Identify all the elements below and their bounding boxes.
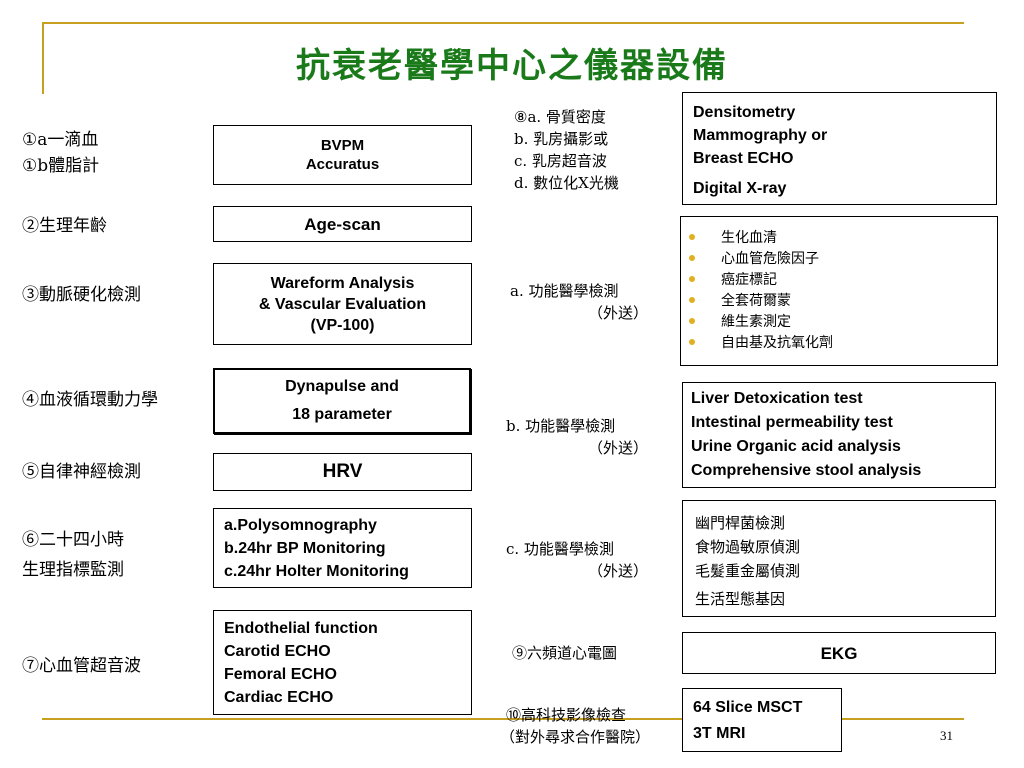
label-4: ④血液循環動力學 xyxy=(22,390,158,410)
mid-label-c: c. 功能醫學檢測 （外送） xyxy=(506,540,648,580)
label-5: ⑤自律神經檢測 xyxy=(22,462,141,482)
label-6a: ⑥二十四小時 xyxy=(22,530,124,550)
box-monitoring: a.Polysomnography b.24hr BP Monitoring c… xyxy=(213,508,472,588)
box-dynapulse: Dynapulse and 18 parameter xyxy=(213,368,471,434)
box-functional-tests: Liver Detoxication test Intestinal perme… xyxy=(682,382,996,488)
accent-rule-bottom xyxy=(42,718,964,720)
mid-label-9: ⑨六頻道心電圖 xyxy=(512,644,618,662)
label-3: ③動脈硬化檢測 xyxy=(22,285,141,305)
page-number: 31 xyxy=(940,728,953,743)
bullet-icon xyxy=(689,233,695,240)
bullet-icon xyxy=(689,275,695,282)
box-imaging: 64 Slice MSCT 3T MRI xyxy=(682,688,842,752)
box-densitometry: Densitometry Mammography or Breast ECHO … xyxy=(682,92,997,205)
list-item: 癌症標記 xyxy=(681,268,997,289)
mid-label-10: ⑩高科技影像檢查 （對外尋求合作醫院） xyxy=(500,706,651,746)
list-item: 全套荷爾蒙 xyxy=(681,289,997,310)
list-item: 自由基及抗氧化劑 xyxy=(681,331,997,352)
mid-label-b: b. 功能醫學檢測 （外送） xyxy=(506,417,648,457)
slide-title: 抗衰老醫學中心之儀器設備 xyxy=(296,46,728,86)
bullet-icon xyxy=(689,254,695,261)
box-hrv: HRV xyxy=(213,453,472,491)
list-item: 心血管危險因子 xyxy=(681,247,997,268)
accent-rule-top xyxy=(42,22,964,24)
box-echo: Endothelial function Carotid ECHO Femora… xyxy=(213,610,472,715)
bullet-icon xyxy=(689,317,695,324)
accent-rule-vertical xyxy=(42,22,44,94)
list-item: 維生素測定 xyxy=(681,310,997,331)
box-waveform-analysis: Wareform Analysis & Vascular Evaluation … xyxy=(213,263,472,345)
bullet-icon xyxy=(689,338,695,345)
bullet-icon xyxy=(689,296,695,303)
label-2: ②生理年齡 xyxy=(22,216,107,236)
mid-label-8: ⑧a. 骨質密度 b. 乳房攝影或 c. 乳房超音波 d. 數位化X光機 xyxy=(514,108,619,192)
label-1a: ①a一滴血 xyxy=(22,130,99,150)
box-age-scan: Age-scan xyxy=(213,206,472,242)
list-item: 生化血清 xyxy=(681,226,997,247)
mid-label-a: a. 功能醫學檢測 （外送） xyxy=(510,282,648,322)
box-gene-tests: 幽門桿菌檢測 食物過敏原偵測 毛髮重金屬偵測 生活型態基因 xyxy=(682,500,996,617)
label-1b: ①b體脂計 xyxy=(22,156,100,176)
box-biochem-list: 生化血清 心血管危險因子 癌症標記 全套荷爾蒙 維生素測定 自由基及抗氧化劑 xyxy=(680,216,998,366)
label-6b: 生理指標監測 xyxy=(22,560,124,580)
box-ekg: EKG xyxy=(682,632,996,674)
label-7: ⑦心血管超音波 xyxy=(22,656,141,676)
box-bvpm: BVPM Accuratus xyxy=(213,125,472,185)
